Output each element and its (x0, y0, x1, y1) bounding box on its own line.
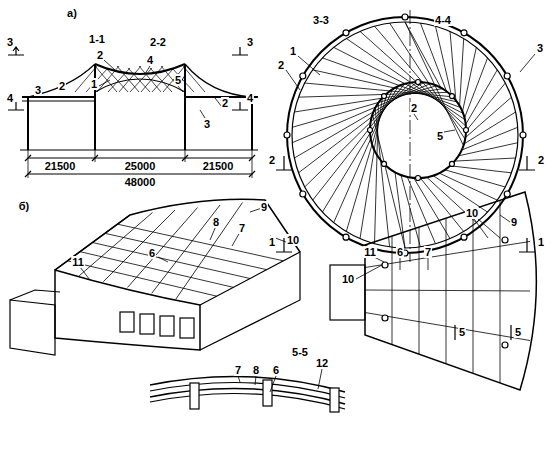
callout-label: 25000 (124, 160, 157, 172)
callout-label: 4 (6, 92, 14, 104)
callout-label: 3 (536, 42, 544, 54)
callout-label: 3-3 (312, 14, 330, 26)
perspective-view (10, 199, 300, 355)
callout-label: 21500 (44, 160, 77, 172)
callout-label: 5 (514, 326, 522, 338)
callout-label: 3 (246, 36, 254, 48)
callout-label: 9 (510, 216, 518, 228)
callout-label: 7 (424, 246, 432, 258)
callout-label: 2 (221, 97, 229, 109)
callout-label: 2 (58, 80, 66, 92)
elevation-1-1 (8, 47, 258, 178)
callout-label: 11 (363, 246, 377, 258)
callout-label: 10 (341, 273, 355, 285)
callout-label: 7 (238, 222, 246, 234)
callout-label: 8 (212, 216, 220, 228)
callout-label: 4-4 (434, 14, 452, 26)
callout-label: 21500 (202, 160, 235, 172)
callout-label: 1-1 (88, 33, 106, 45)
callout-label: 9 (260, 201, 268, 213)
callout-label: 1 (537, 236, 545, 248)
callout-label: 5-5 (291, 346, 309, 358)
callout-label: 6 (396, 246, 404, 258)
callout-label: 2 (96, 49, 104, 61)
callout-label: 6 (272, 364, 280, 376)
section-5-5 (150, 369, 345, 412)
callout-label: 2 (268, 154, 276, 166)
callout-label: 48000 (124, 176, 157, 188)
callout-label: 1 (268, 236, 276, 248)
callout-label: 5 (458, 326, 466, 338)
callout-label: 3 (6, 36, 14, 48)
callout-label: 11 (71, 256, 85, 268)
roof-plan (330, 192, 536, 390)
callout-label: 2 (410, 102, 418, 114)
callout-label: 1 (289, 45, 297, 57)
callout-label: 10 (286, 234, 300, 246)
callout-label: 4 (146, 54, 154, 66)
callout-label: а) (66, 7, 78, 19)
callout-label: 3 (203, 118, 211, 130)
callout-label: 7 (234, 364, 242, 376)
callout-label: 5 (174, 74, 182, 86)
callout-label: 4 (246, 92, 254, 104)
callout-label: 2 (277, 59, 285, 71)
callout-label: 8 (252, 364, 260, 376)
callout-label: 2 (537, 154, 545, 166)
plan-3-3-4-4 (276, 10, 535, 262)
callout-label: 3 (34, 84, 42, 96)
callout-label: 1 (90, 78, 98, 90)
callout-label: б) (18, 200, 30, 212)
callout-label: 6 (148, 247, 156, 259)
callout-label: 10 (465, 207, 479, 219)
callout-label: 2-2 (149, 36, 167, 48)
callout-label: 5 (436, 130, 444, 142)
callout-label: 12 (315, 357, 329, 369)
